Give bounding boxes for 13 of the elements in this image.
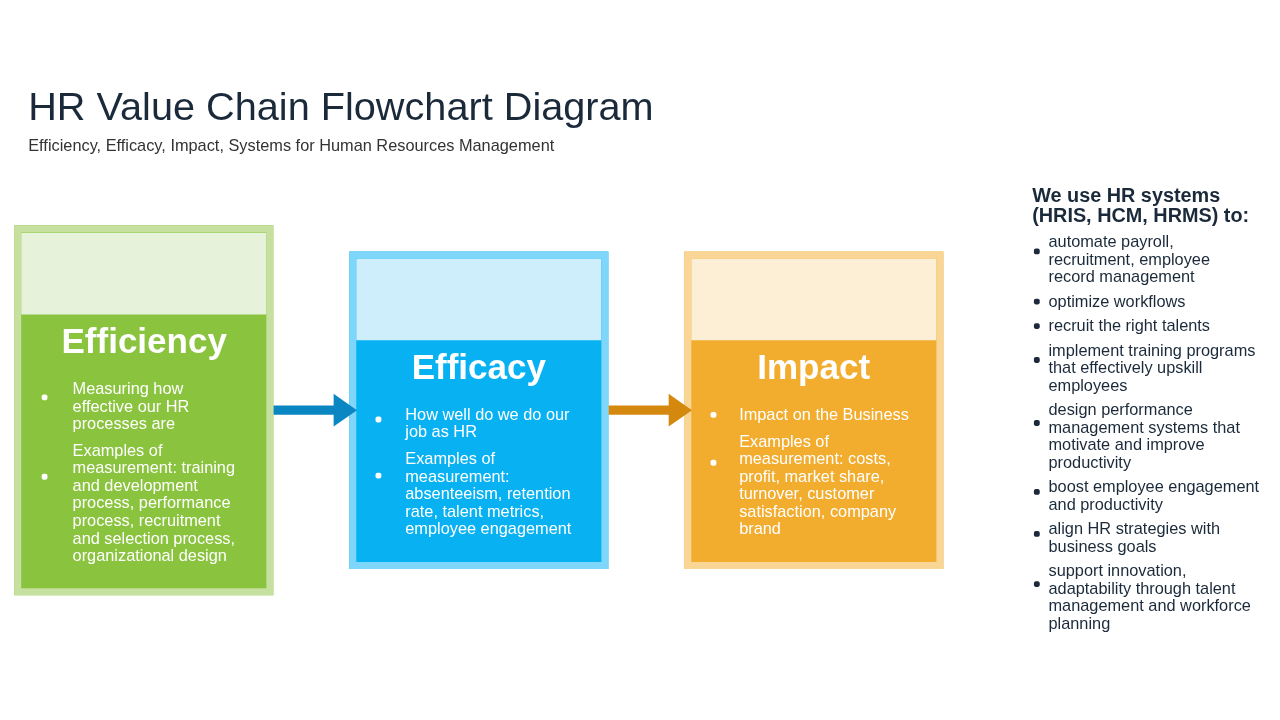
label: implement training programs that effectively upskill employees [1047, 340, 1255, 394]
label: optimize workflows [1047, 291, 1185, 310]
arrow [608, 393, 692, 427]
label: design performance management systems that motivate and improve productivity [1047, 400, 1240, 471]
diagram-title: HR Value Chain Flowchart Diagram [27, 83, 654, 128]
caption: Efficiency, Efficacy, Impact, Systems for Human Resources Management [27, 136, 554, 155]
label: align HR strategies with business goals [1047, 519, 1220, 555]
label: boost employee engagement and productivity [1047, 477, 1259, 513]
arrow [273, 393, 357, 427]
label: automate payroll, recruitment, employee record management [1047, 232, 1210, 286]
label: We use HR systems (HRIS, HCM, HRMS) to: [1031, 183, 1249, 226]
label: recruit the right talents [1047, 316, 1210, 335]
label: support innovation, adaptability through talent management and workforce planning [1047, 561, 1251, 632]
